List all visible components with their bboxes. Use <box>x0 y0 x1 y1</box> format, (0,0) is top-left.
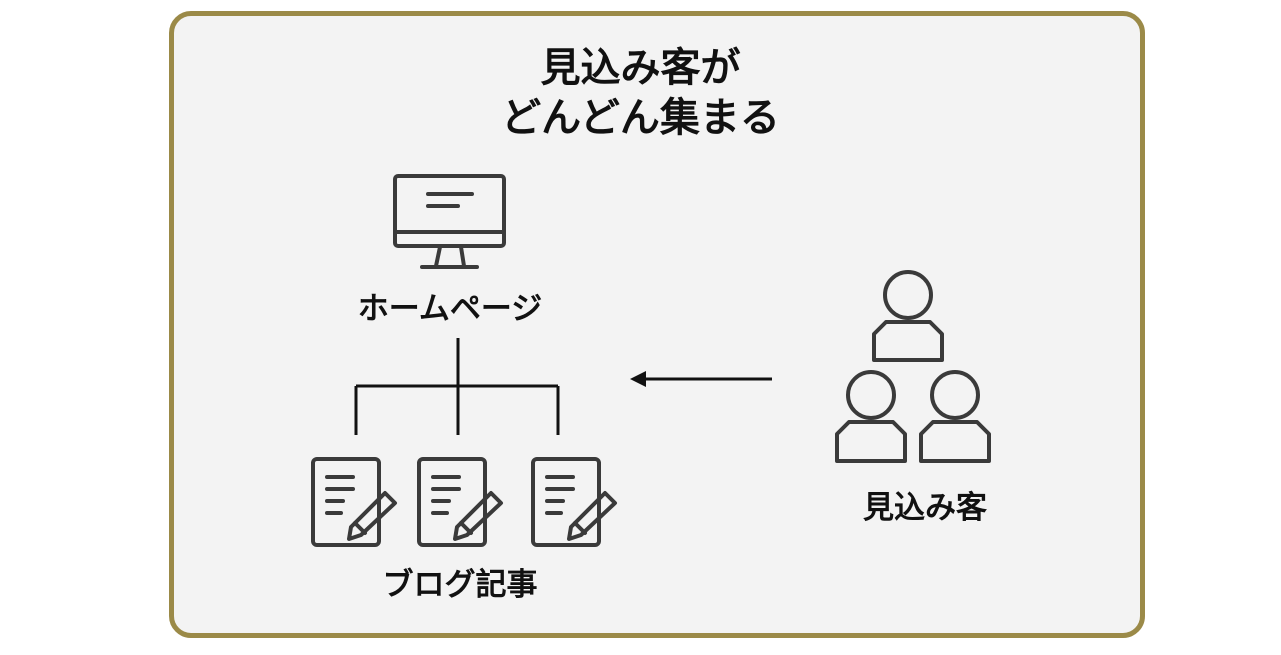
people-group-icon <box>835 270 991 463</box>
monitor-icon <box>393 174 506 269</box>
title-line-1: 見込み客が <box>540 45 741 91</box>
title-line-2: どんどん集まる <box>501 95 780 141</box>
arrow-left-icon <box>630 371 772 387</box>
document-edit-icon <box>417 457 503 547</box>
leads-label: 見込み客 <box>863 490 987 526</box>
document-edit-icon <box>531 457 617 547</box>
document-edit-icon <box>311 457 397 547</box>
homepage-label: ホームページ <box>357 291 543 327</box>
diagram-panel <box>169 11 1145 638</box>
tree-connector <box>354 338 560 435</box>
blog-posts-label: ブログ記事 <box>382 567 538 603</box>
